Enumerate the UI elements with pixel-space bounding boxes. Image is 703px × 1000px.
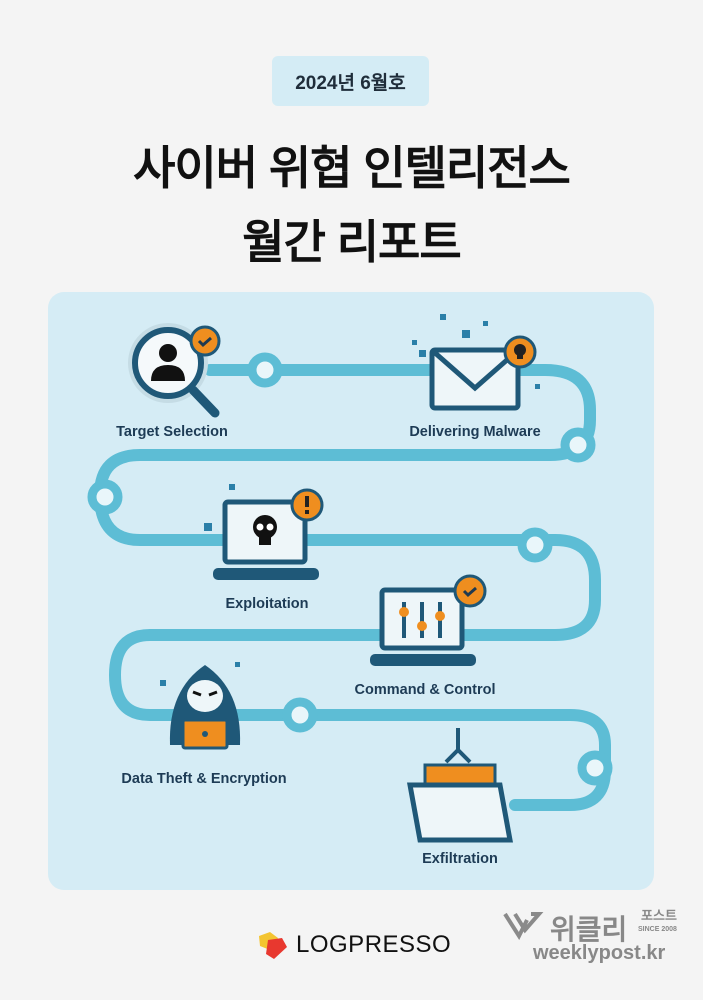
hacker-icon [160,662,241,750]
path-nodes [87,352,613,786]
issue-badge-text: 2024년 6월호 [295,72,406,94]
stage-label-data-theft: Data Theft & Encryption [121,771,287,787]
logpresso-logo: LOGPRESSO [256,930,451,960]
stage-label-command-control: Command & Control [354,682,496,698]
weeklypost-mark-icon [503,912,544,940]
envelope-skull-icon [412,314,540,411]
laptop-skull-icon [204,484,324,580]
path-node [560,427,596,463]
page-title-line1: 사이버 위협 인텔리전스 [133,142,571,194]
weeklypost-url: weeklypost.kr [533,942,666,964]
path-node [517,527,553,563]
magnifier-user-icon [128,323,221,418]
folder-claw-icon [407,728,513,843]
stage-label-delivering-malware: Delivering Malware [409,424,541,440]
stage-label-target-selection: Target Selection [116,424,228,440]
page-title-line2: 월간 리포트 [242,216,461,268]
issue-badge: 2024년 6월호 [272,56,429,106]
logpresso-mark-icon [259,932,287,959]
stage-label-exfiltration: Exfiltration [422,851,498,867]
path-node [87,479,123,515]
weeklypost-post-text: 포스트 [641,908,677,923]
weeklypost-korean: 위클리 [550,914,628,945]
path-node [577,750,613,786]
laptop-sliders-icon [370,574,487,666]
weeklypost-since: SINCE 2008 [638,926,677,933]
weeklypost-small: 포스트 SINCE 2008 [638,908,677,935]
path-node [247,352,283,388]
stage-label-exploitation: Exploitation [225,596,309,612]
logpresso-text: LOGPRESSO [296,931,452,958]
path-node [282,697,318,733]
